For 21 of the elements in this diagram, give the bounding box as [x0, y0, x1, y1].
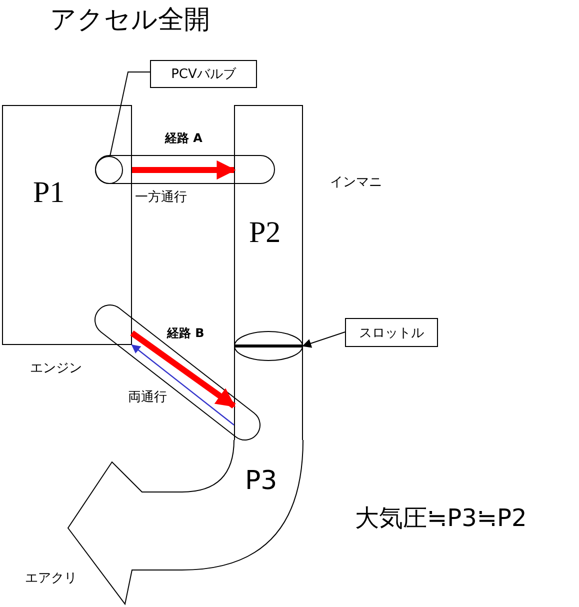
diagram-title: アクセル全開	[50, 6, 210, 35]
part-label: インマニ	[330, 176, 382, 190]
edge-label: 経路 A	[165, 132, 202, 146]
part-label: エンジン	[30, 362, 82, 376]
pressure-label: P1	[33, 176, 65, 210]
leader-line	[110, 72, 150, 156]
callout-label: スロットル	[345, 318, 438, 347]
pressure-equation: 大気圧≒P3≒P2	[355, 505, 527, 532]
engine-block	[2, 105, 132, 345]
edge-label: 経路 B	[167, 327, 204, 340]
part-label: 両通行	[128, 391, 167, 406]
flow-arrow	[131, 344, 234, 426]
leader-arrow	[302, 332, 346, 348]
part-label: 一方通行	[135, 191, 187, 206]
flow-arrow	[130, 330, 236, 408]
part-label: エアクリ	[25, 572, 77, 586]
flow-arrow	[132, 160, 236, 180]
pressure-label: P2	[249, 216, 281, 250]
intake-manifold-pipe	[234, 105, 303, 440]
callout-label: PCVバルブ	[150, 60, 257, 88]
pressure-label: P3	[245, 466, 278, 496]
